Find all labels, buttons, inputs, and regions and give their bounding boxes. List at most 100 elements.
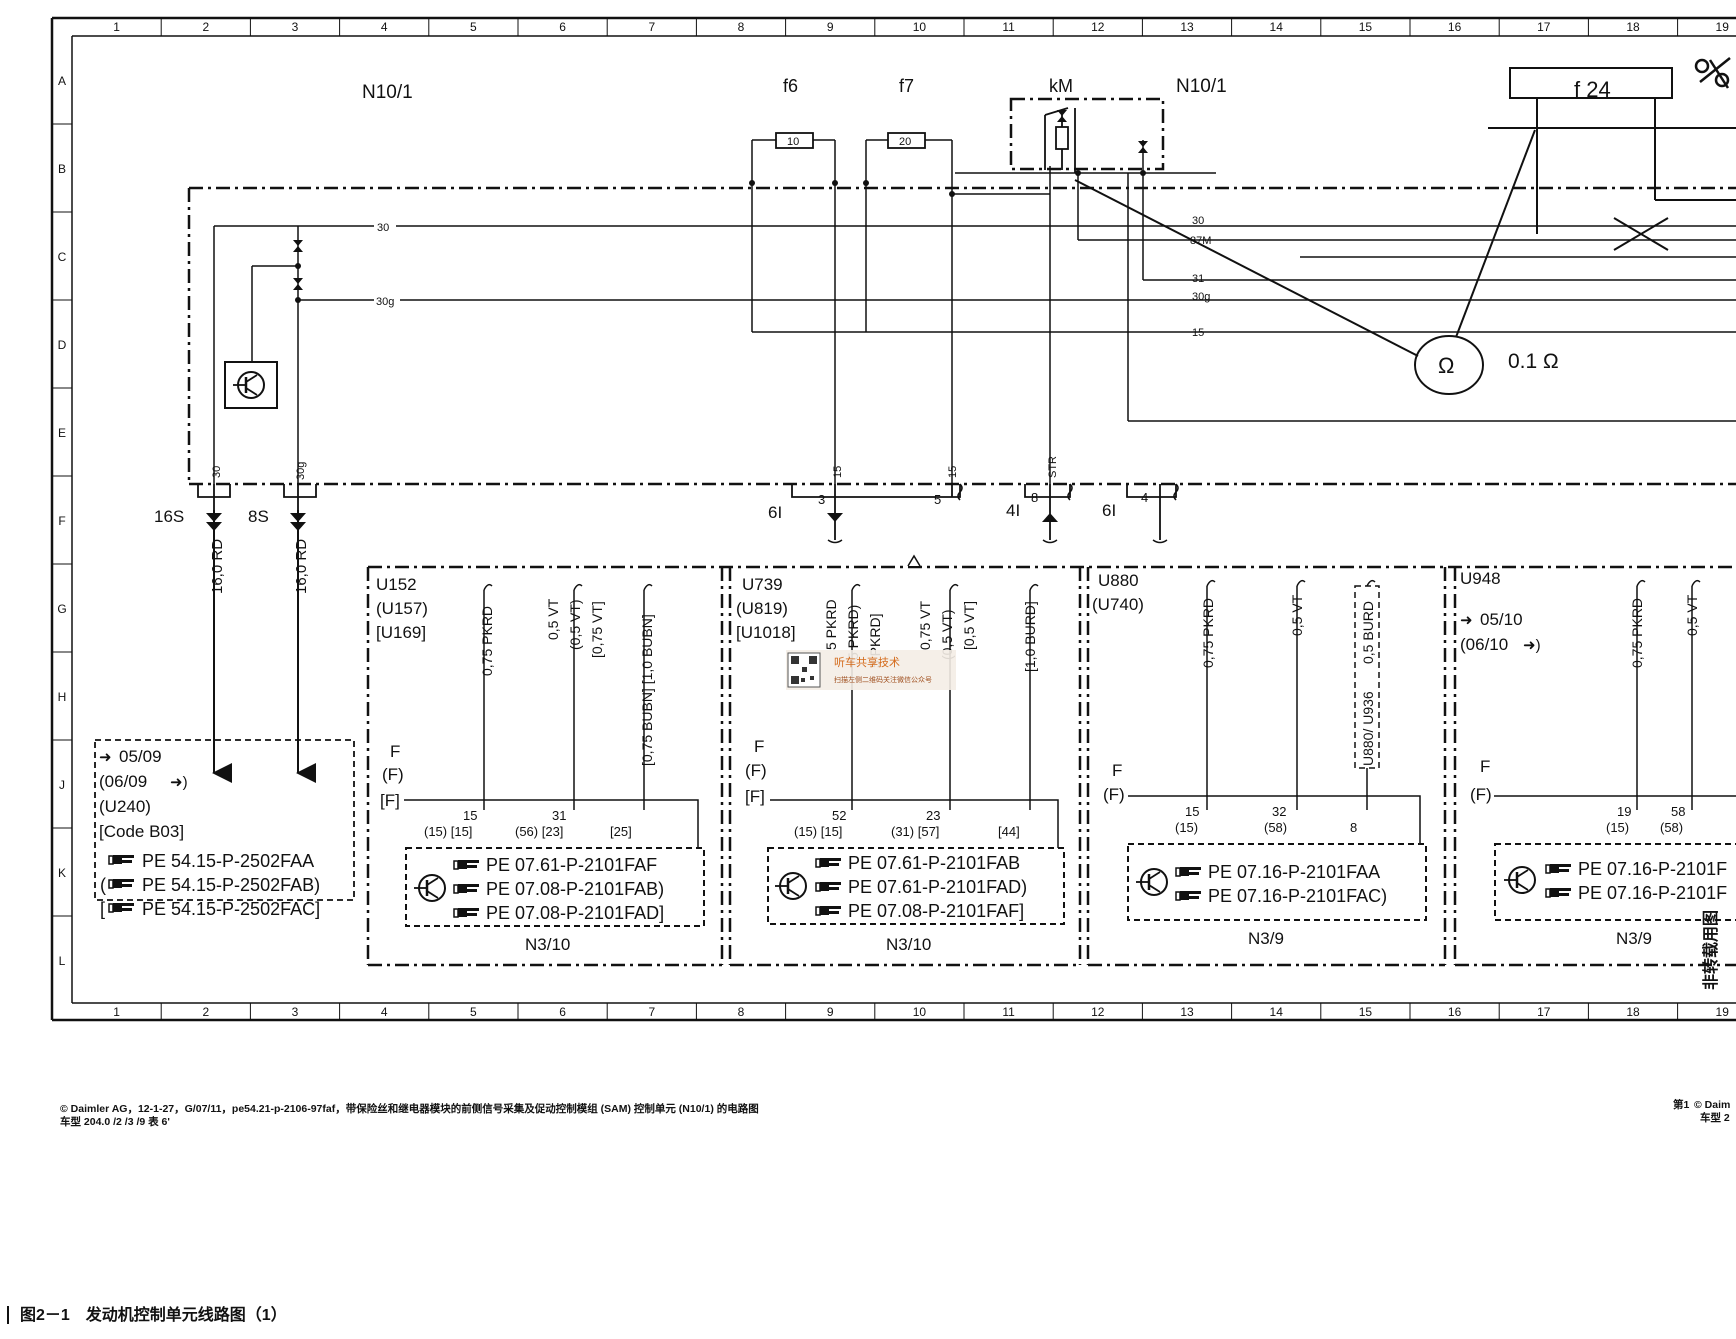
pin-str: STR bbox=[1047, 456, 1059, 478]
row-label: D bbox=[58, 338, 67, 352]
b3-pinq3: 8 bbox=[1350, 820, 1357, 835]
pin-15a: 15 bbox=[832, 466, 844, 478]
side-note: 非转载用图 bbox=[1701, 910, 1720, 990]
col-label-bottom: 1 bbox=[113, 1005, 120, 1019]
code-r1: PE 54.15-P-2502FAA bbox=[142, 851, 314, 871]
footer-page: 第1 bbox=[1673, 1098, 1690, 1111]
arrow-icon-2: ➜) bbox=[170, 774, 188, 791]
b3-pinq1: (15) bbox=[1175, 820, 1198, 835]
col-label-top: 15 bbox=[1359, 20, 1373, 34]
row-label: E bbox=[58, 426, 66, 440]
fuse-f7-value: 20 bbox=[899, 136, 911, 148]
b3-f1: F bbox=[1112, 761, 1122, 780]
hand-pointer-icon bbox=[815, 857, 842, 868]
col-label-bottom: 13 bbox=[1180, 1005, 1194, 1019]
arrow-icon-4: ➜) bbox=[1523, 637, 1541, 654]
hand-pointer-icon bbox=[453, 859, 480, 870]
col-label-bottom: 8 bbox=[738, 1005, 745, 1019]
bus-31-label: 31 bbox=[1192, 273, 1204, 285]
b1-code3: [U169] bbox=[376, 623, 426, 642]
fuse-f6-value: 10 bbox=[787, 136, 799, 148]
b2-wire1b: 5 PKRD) bbox=[845, 605, 861, 660]
drawing-frame bbox=[50, 16, 1736, 1022]
b4-name: N3/9 bbox=[1616, 929, 1652, 948]
watermark: 听车共享技术 扫描左侧二维码关注微信公众号 bbox=[786, 650, 956, 690]
row-label: K bbox=[58, 866, 66, 880]
col-label-bottom: 16 bbox=[1448, 1005, 1462, 1019]
col-label-bottom: 10 bbox=[913, 1005, 927, 1019]
connector-6i-a: 6I bbox=[768, 503, 782, 522]
hand-pointer-icon bbox=[108, 854, 135, 865]
footer-right3: 车型 2 bbox=[1700, 1111, 1730, 1124]
b1-pinq1: (15) [15] bbox=[424, 824, 472, 839]
col-label-top: 18 bbox=[1626, 20, 1640, 34]
b4-f1: F bbox=[1480, 757, 1490, 776]
label-f6: f6 bbox=[783, 76, 798, 96]
scissors-icon bbox=[1694, 57, 1731, 89]
row-label: F bbox=[58, 514, 65, 528]
b2-pin2: 23 bbox=[926, 808, 940, 823]
b4-wires bbox=[1636, 579, 1701, 810]
b2-pinq3: [44] bbox=[998, 824, 1020, 839]
col-label-bottom: 15 bbox=[1359, 1005, 1373, 1019]
col-label-top: 2 bbox=[202, 20, 209, 34]
b1-f1: F bbox=[390, 742, 400, 761]
b3-pin1: 15 bbox=[1185, 804, 1199, 819]
bus-30-label: 30 bbox=[377, 222, 389, 234]
b1-pinq2: (56) [23] bbox=[515, 824, 563, 839]
squiggle-terminals bbox=[827, 483, 1179, 544]
connector-triangles bbox=[206, 513, 1058, 531]
hand-pointer-icon bbox=[1545, 887, 1572, 898]
fuse-f7 bbox=[887, 132, 926, 149]
b4-f2: (F) bbox=[1470, 785, 1492, 804]
b4-pin2: 58 bbox=[1671, 804, 1685, 819]
bracket-open: [ bbox=[100, 899, 105, 919]
b1-ref1: PE 07.61-P-2101FAF bbox=[486, 855, 657, 875]
b1-wire1: 0,75 PKRD bbox=[479, 606, 495, 676]
internal-wiring bbox=[213, 139, 1736, 484]
hand-pointer-icon bbox=[815, 905, 842, 916]
row-label: C bbox=[58, 250, 67, 264]
b2-wire2a: 0,75 VT bbox=[917, 601, 933, 650]
connector-16s: 16S bbox=[154, 507, 184, 526]
b1-code1: U152 bbox=[376, 575, 417, 594]
b3-connector-outline bbox=[1128, 795, 1421, 844]
footer-line2: 车型 204.0 /2 /3 /9 表 6' bbox=[60, 1115, 170, 1128]
hand-pointer-icon bbox=[108, 878, 135, 889]
b3-wires bbox=[1206, 579, 1376, 810]
b1-ecu-box bbox=[405, 847, 705, 927]
b4-pin1: 19 bbox=[1617, 804, 1631, 819]
b1-wire2a: 0,5 VT bbox=[545, 598, 561, 640]
col-label-bottom: 6 bbox=[559, 1005, 566, 1019]
col-label-top: 3 bbox=[292, 20, 299, 34]
b2-connector-outline bbox=[770, 799, 1059, 848]
col-label-top: 1 bbox=[113, 20, 120, 34]
transistor-icon bbox=[412, 873, 447, 903]
code-l3: (U240) bbox=[99, 797, 151, 816]
b2-pinq1: (15) [15] bbox=[794, 824, 842, 839]
b4-code2: 05/10 bbox=[1480, 610, 1523, 629]
col-label-bottom: 4 bbox=[381, 1005, 388, 1019]
code-l1: 05/09 bbox=[119, 747, 162, 766]
merge-notch bbox=[907, 554, 921, 567]
watermark-sub: 扫描左侧二维码关注微信公众号 bbox=[834, 675, 932, 684]
b1-ref2: PE 07.08-P-2101FAB) bbox=[486, 879, 664, 899]
pin-15b: 15 bbox=[947, 466, 959, 478]
col-label-top: 16 bbox=[1448, 20, 1462, 34]
footer-right2: © Daim bbox=[1694, 1099, 1730, 1111]
pin-3: 3 bbox=[818, 492, 825, 507]
b4-pinq1: (15) bbox=[1606, 820, 1629, 835]
col-label-top: 11 bbox=[1002, 20, 1015, 34]
arrow-icon-3: ➜ bbox=[1460, 612, 1473, 629]
label-n10-left: N10/1 bbox=[362, 82, 413, 103]
b1-name: N3/10 bbox=[525, 935, 570, 954]
code-l4: [Code B03] bbox=[99, 822, 184, 841]
b2-ref3: PE 07.08-P-2101FAF] bbox=[848, 901, 1024, 921]
b3-wire3: 0,5 BURD bbox=[1360, 601, 1376, 664]
b1-ref3: PE 07.08-P-2101FAD] bbox=[486, 903, 664, 923]
b3-pinq2: (58) bbox=[1264, 820, 1287, 835]
label-f24: f 24 bbox=[1574, 77, 1611, 102]
